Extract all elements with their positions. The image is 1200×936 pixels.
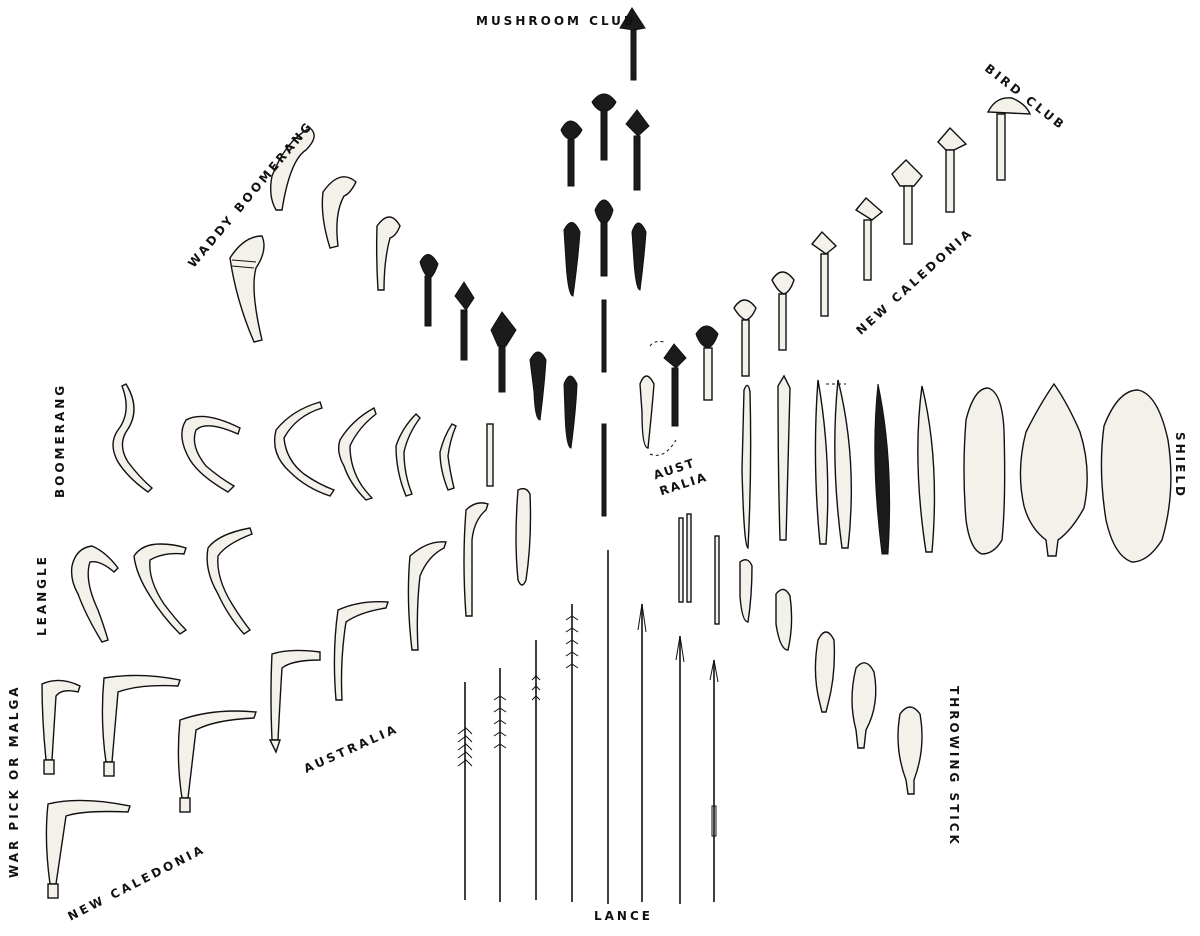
lances [457,550,719,904]
shields [814,379,1172,563]
mushroom-club-group [619,7,646,81]
boomerangs [112,383,494,501]
small-sticks [678,374,793,651]
label-lance: LANCE [594,909,653,923]
label-throwing-stick: THROWING STICK [947,686,961,847]
label-leangle: LEANGLE [35,554,49,636]
left-diagonal-clubs [229,127,578,449]
label-shield: SHIELD [1173,432,1187,499]
throwing-sticks [814,631,923,795]
right-diagonal-clubs [639,97,1032,456]
label-war-pick-or-malga: WAR PICK OR MALGA [7,684,21,878]
leangles [70,527,253,643]
label-mushroom-club: MUSHROOM CLUB [476,14,637,28]
war-picks [41,674,257,899]
label-boomerang: BOOMERANG [53,382,67,498]
central-clubs [560,93,650,517]
australia-picks [268,487,532,754]
